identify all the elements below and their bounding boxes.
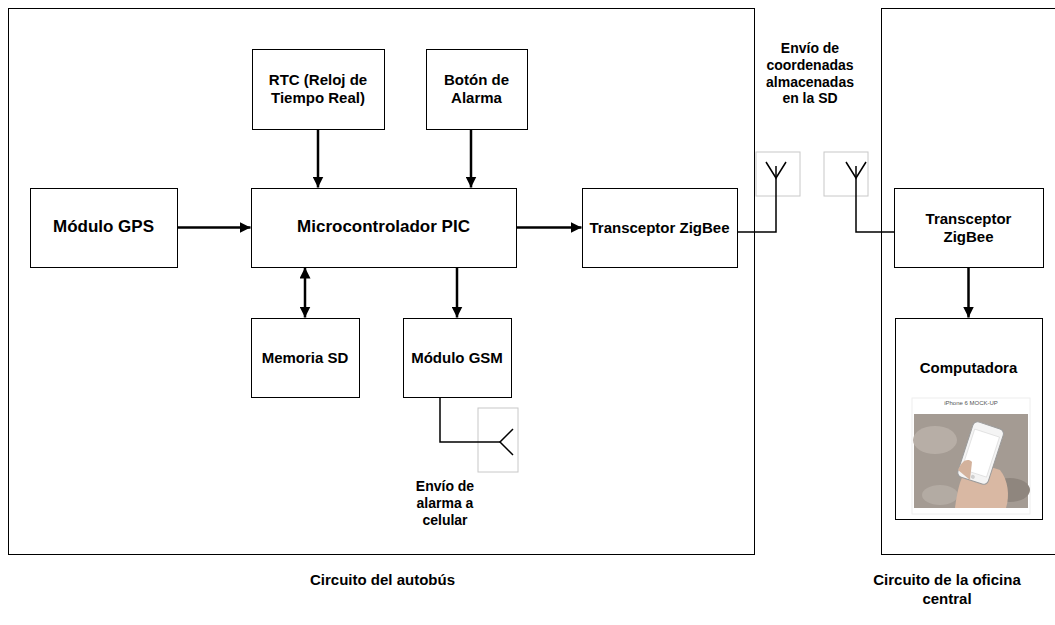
antenna-symbol [846,162,866,178]
block-label: Memoria SD [262,349,349,367]
block-box: RTC (Reloj de Tiempo Real) [252,49,385,130]
block-box: Transceptor ZigBee [894,188,1044,268]
picture-caption: iPhone 6 MOCK-UP [912,400,1030,407]
circuit-frame: Circuito del autobúsRTC (Reloj de Tiempo… [8,8,755,555]
block-box: Microcontrolador PIC [251,188,517,268]
antenna-symbol [766,162,786,178]
block-box: Memoria SD [251,318,360,398]
antenna-wire [856,166,895,232]
block-label: Computadora [920,359,1018,377]
block-box: Botón de Alarma [426,49,528,130]
block-label: Microcontrolador PIC [297,217,470,237]
link-note: Envío de alarma a celular [400,478,490,528]
antenna-frame [756,152,800,196]
signal-arrow [317,130,320,188]
link-note: Envío de coordenadas almacenadas en la S… [760,40,860,107]
antenna-wire [737,166,776,232]
block-box: Transceptor ZigBee [582,188,738,268]
signal-arrow [456,268,459,318]
antenna-frame [478,408,518,472]
phone-picture [912,398,1030,514]
block-label: RTC (Reloj de Tiempo Real) [259,71,378,107]
antenna-symbol [500,429,513,455]
block-label: Módulo GPS [53,217,154,237]
block-box: Módulo GPS [30,188,178,268]
signal-arrow [517,226,582,229]
block-label: Transceptor ZigBee [589,219,729,237]
circuit-title: Circuito del autobús [9,570,756,589]
antenna-wire [440,398,500,442]
signal-arrow [178,226,251,229]
block-label: Botón de Alarma [433,71,521,107]
block-box: Computadora [895,318,1043,520]
signal-arrow [304,268,307,318]
block-label: Transceptor ZigBee [901,210,1037,246]
signal-arrow [470,130,473,188]
circuit-title: Circuito de la oficina central [852,570,1042,608]
signal-arrow [967,268,970,318]
antenna-frame [824,152,868,196]
block-label: Módulo GSM [411,349,503,367]
block-box: Módulo GSM [403,318,512,398]
circuit-frame: Circuito de la oficina centralTranscepto… [881,8,1055,555]
